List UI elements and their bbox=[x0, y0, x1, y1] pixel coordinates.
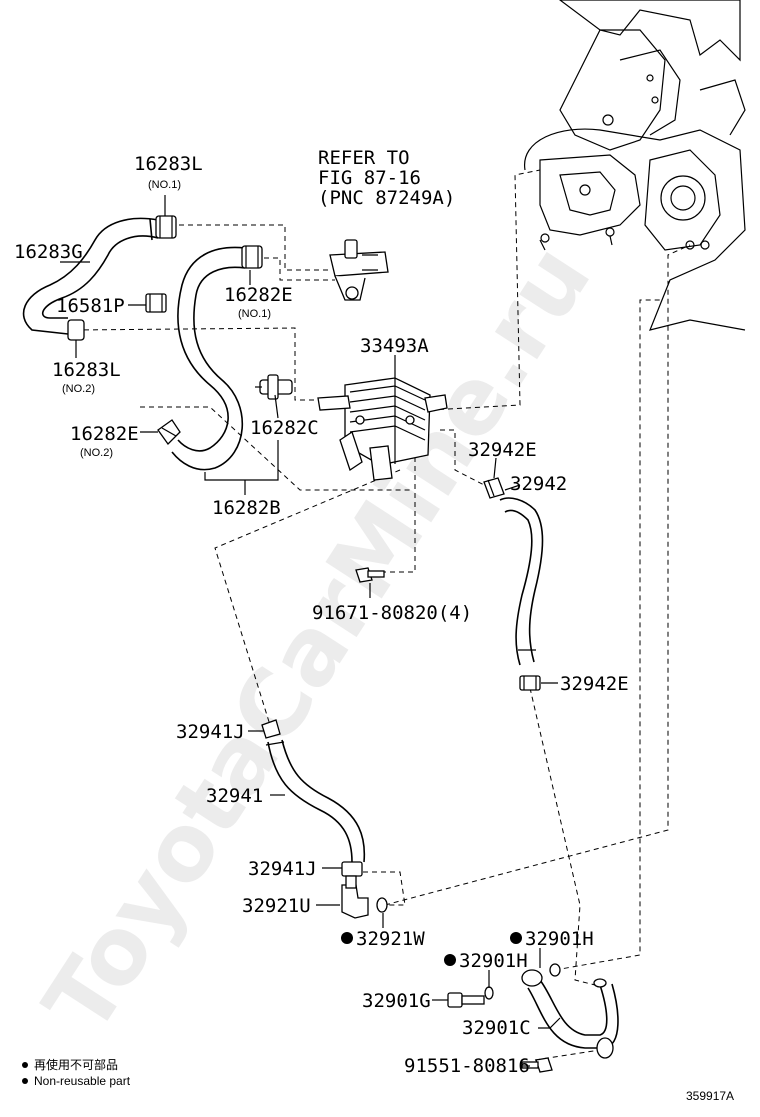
label-91671: 91671-80820(4) bbox=[312, 602, 472, 624]
hose-16283G bbox=[22, 217, 159, 335]
label-33493A: 33493A bbox=[360, 335, 429, 357]
label-16282B: 16282B bbox=[212, 497, 281, 519]
gasket-32921W bbox=[376, 897, 388, 913]
clamp-32941J-lower bbox=[341, 861, 363, 877]
label-16282E-no2-sub: (NO.2) bbox=[80, 447, 113, 459]
bolt-32901G bbox=[447, 992, 485, 1008]
clamp-16282E-no2 bbox=[157, 419, 181, 446]
clamp-16283L-no1 bbox=[155, 215, 177, 239]
gasket-32901H-a bbox=[484, 986, 494, 1000]
label-32901H-b: 32901H bbox=[525, 928, 594, 950]
hose-32942 bbox=[499, 497, 544, 666]
label-leaders bbox=[60, 195, 561, 1067]
label-refer-line3: (PNC 87249A) bbox=[318, 187, 455, 209]
label-16282C: 16282C bbox=[250, 417, 319, 439]
label-32941J-lower: 32941J bbox=[248, 858, 317, 880]
clamp-16581P bbox=[145, 293, 167, 313]
label-16283L-no1-sub: (NO.1) bbox=[148, 179, 181, 191]
label-16283L-no2: 16283L bbox=[52, 359, 121, 381]
hose-32941 bbox=[265, 739, 366, 863]
label-32941J-upper: 32941J bbox=[176, 721, 245, 743]
label-16283G: 16283G bbox=[14, 241, 83, 263]
label-32921W: 32921W bbox=[356, 928, 425, 950]
clamp-32942E-upper bbox=[483, 477, 505, 499]
clamp-32942E-lower bbox=[519, 675, 541, 691]
label-32942E-lower: 32942E bbox=[560, 673, 629, 695]
label-16282E-no1-sub: (NO.1) bbox=[238, 308, 271, 320]
label-32901C: 32901C bbox=[462, 1017, 531, 1039]
label-32941: 32941 bbox=[206, 785, 263, 807]
oil-cooler-33493A bbox=[317, 377, 448, 481]
label-32901H-a: 32901H bbox=[459, 950, 528, 972]
non-reusable-marker bbox=[341, 932, 353, 944]
bolt-91551 bbox=[521, 1057, 553, 1073]
label-32942E-upper: 32942E bbox=[468, 439, 537, 461]
clamp-16283L-no2 bbox=[67, 319, 85, 341]
figure-id: 359917A bbox=[686, 1089, 734, 1103]
fitting-16282C bbox=[255, 374, 293, 400]
union-32921U bbox=[341, 875, 369, 919]
engine-block bbox=[524, 0, 746, 331]
legend-jp: 再使用不可部品 bbox=[34, 1057, 118, 1072]
label-refer-line1: REFER TO bbox=[318, 147, 410, 169]
label-16283L-no2-sub: (NO.2) bbox=[62, 383, 95, 395]
watermark: ToyotaCarMine.ru bbox=[24, 227, 612, 1052]
non-reusable-marker bbox=[444, 954, 456, 966]
pipe-32901C bbox=[521, 969, 619, 1059]
legend-en: Non-reusable part bbox=[34, 1074, 131, 1088]
valve-87249A bbox=[329, 239, 389, 301]
label-16282E-no1: 16282E bbox=[224, 284, 293, 306]
clamp-32941J-upper bbox=[261, 719, 281, 739]
label-32921U: 32921U bbox=[242, 895, 311, 917]
leader-lines bbox=[74, 169, 691, 1061]
label-16283L-no1: 16283L bbox=[134, 153, 203, 175]
bolt-91671 bbox=[355, 567, 385, 583]
label-16581P: 16581P bbox=[56, 295, 125, 317]
label-32942: 32942 bbox=[510, 473, 567, 495]
label-91551: 91551-80816 bbox=[404, 1055, 530, 1077]
label-refer-line2: FIG 87-16 bbox=[318, 167, 421, 189]
hose-16282B bbox=[171, 246, 246, 471]
non-reusable-marker bbox=[510, 932, 522, 944]
label-16282E-no2: 16282E bbox=[70, 423, 139, 445]
label-32901G: 32901G bbox=[362, 990, 431, 1012]
legend: 再使用不可部品 Non-reusable part bbox=[22, 1057, 131, 1088]
gasket-32901H-b bbox=[549, 963, 561, 977]
clamp-16282E-no1 bbox=[241, 245, 263, 269]
